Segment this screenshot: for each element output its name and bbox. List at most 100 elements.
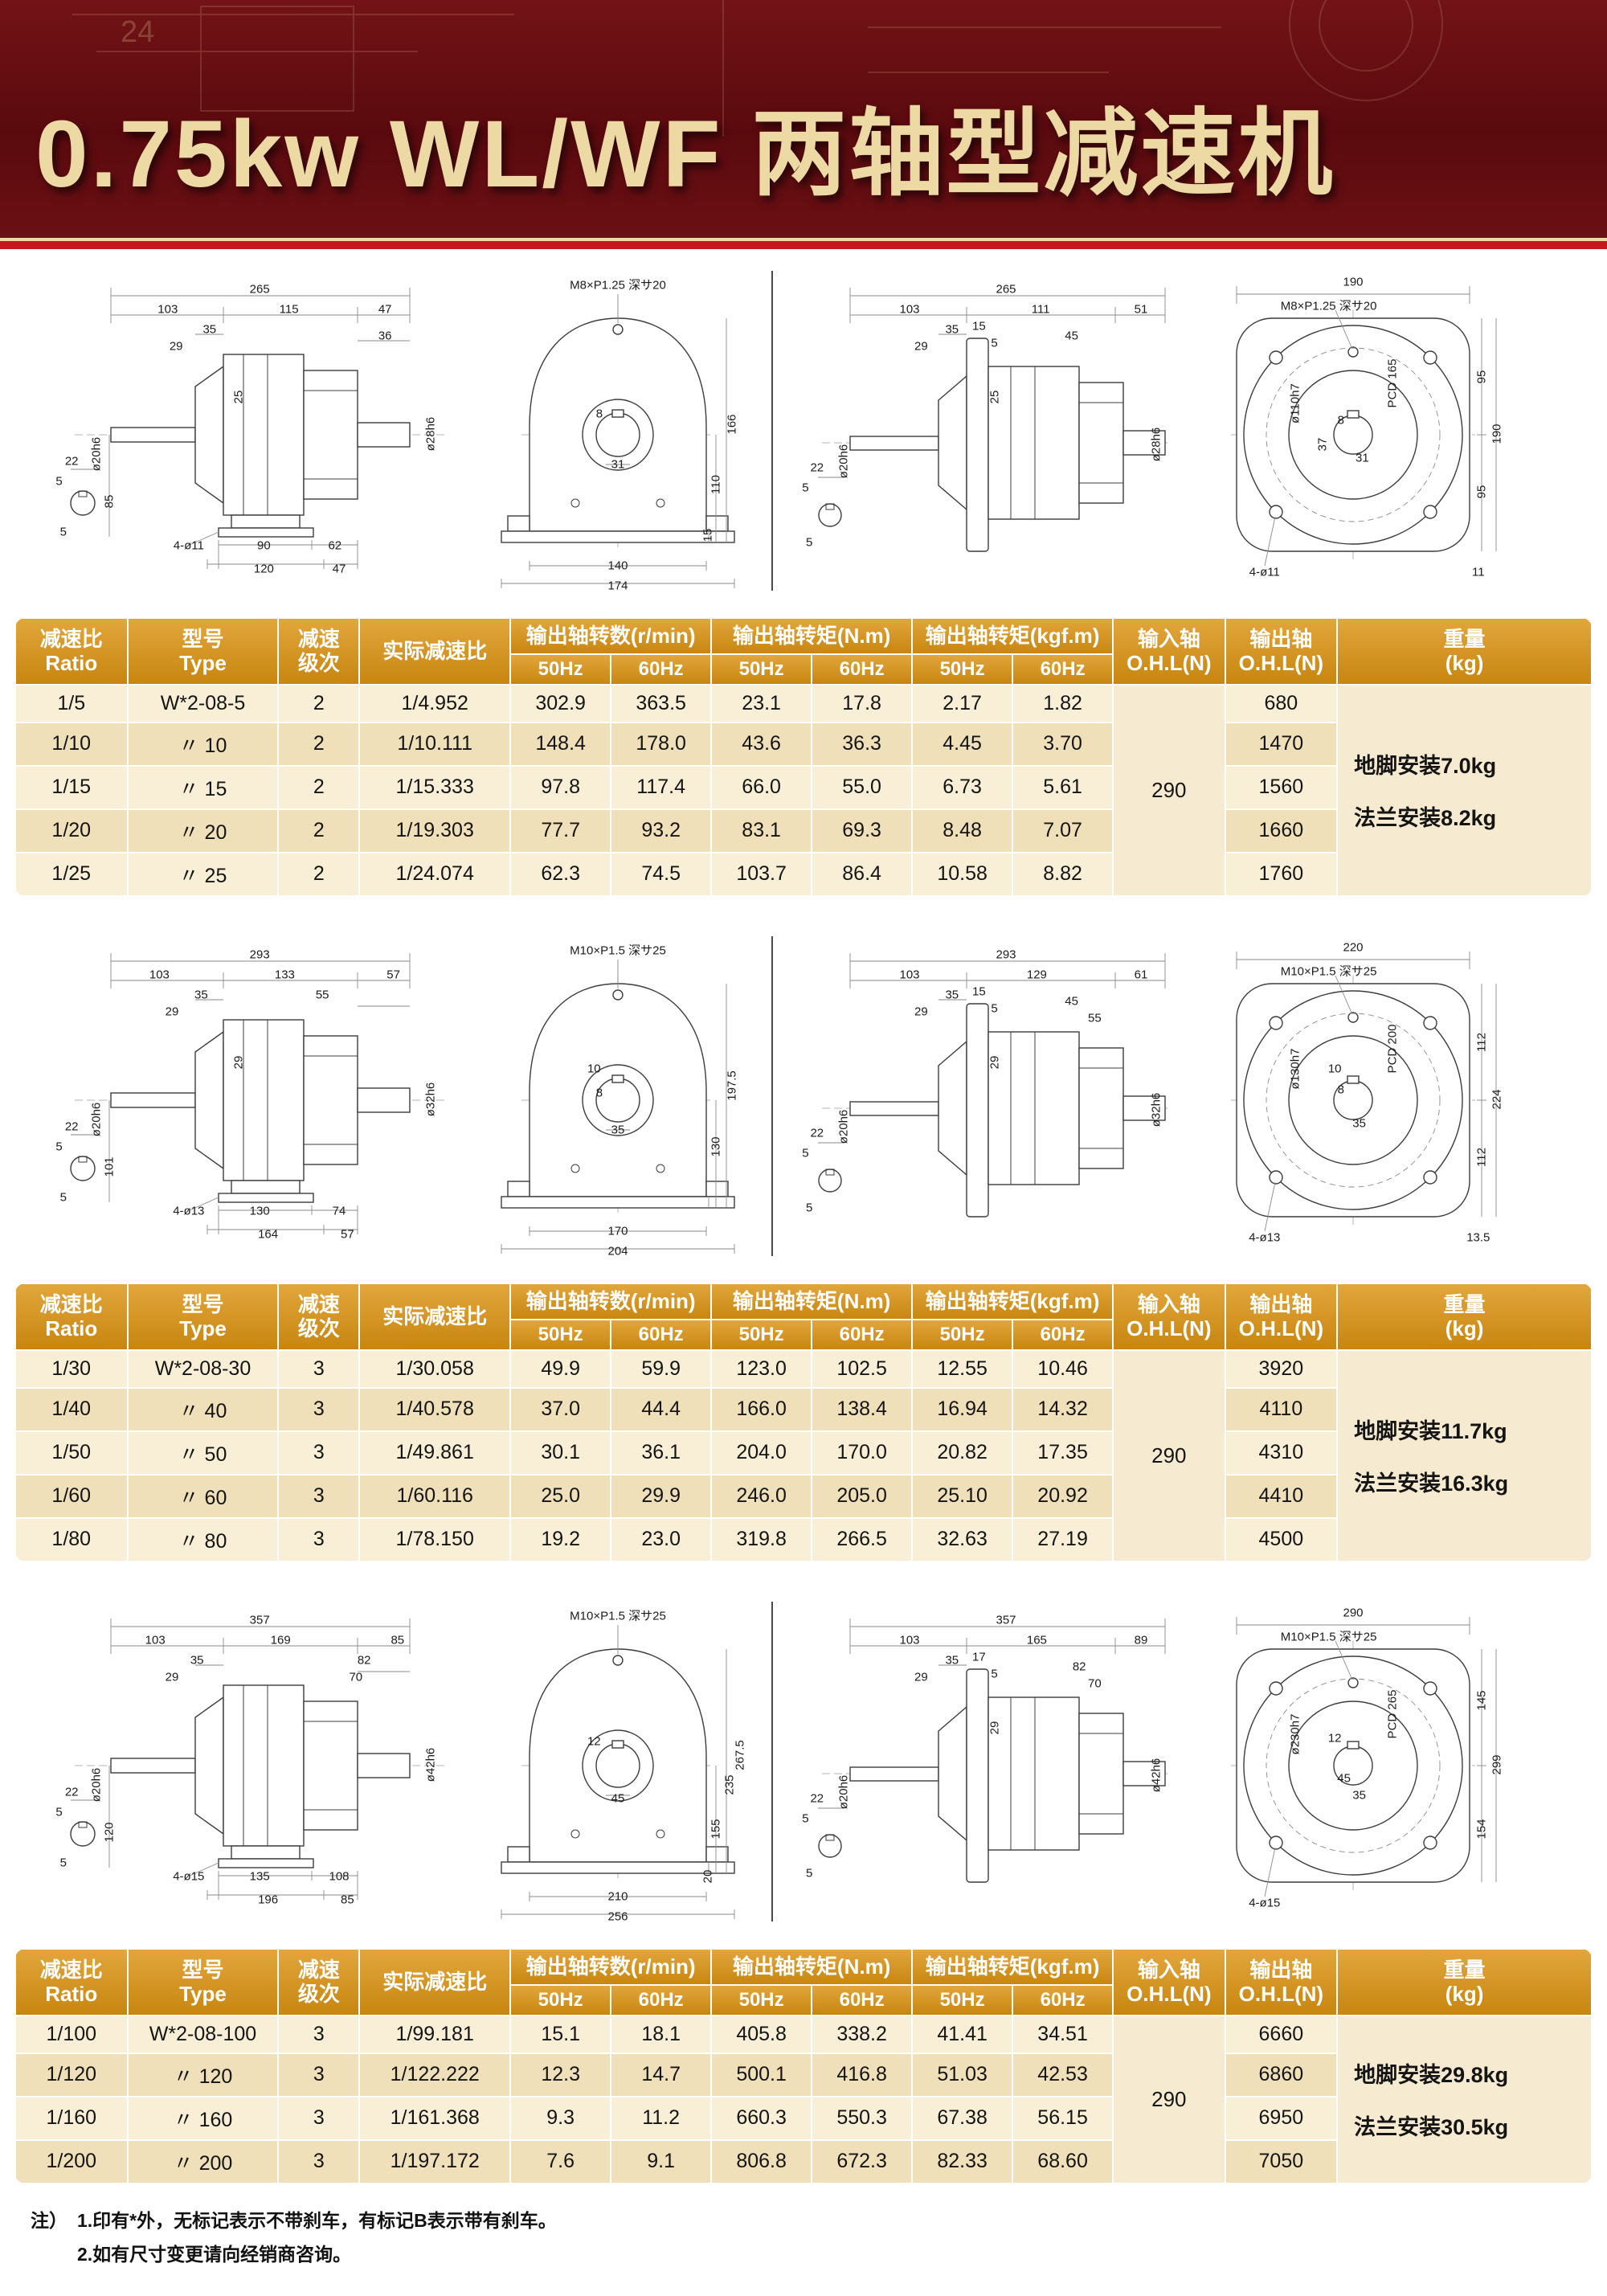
dimension-label: ø20h6 — [836, 1774, 851, 1810]
dimension-label: 265 — [249, 282, 270, 297]
header-weight: 重量(kg) — [1338, 1283, 1591, 1349]
dimension-label: 4-ø11 — [1249, 565, 1280, 579]
header-hz: 60Hz — [1013, 1320, 1113, 1349]
cell-k50: 25.10 — [913, 1475, 1012, 1517]
dimension-label: 5 — [991, 1001, 998, 1016]
cell-s50: 19.2 — [511, 1518, 611, 1561]
dimension-label: M8×P1.25 深サ20 — [1280, 299, 1377, 313]
cell-k60: 14.32 — [1013, 1388, 1113, 1430]
dimension-label: 145 — [1474, 1690, 1489, 1711]
dimension-label: 8 — [1337, 1083, 1344, 1097]
header-torque-kgfm: 输出轴转矩(kgf.m) — [913, 619, 1113, 653]
notes-prefix: 注） — [31, 2209, 67, 2231]
cell-actual: 1/161.368 — [360, 2097, 510, 2139]
cell-t50: 660.3 — [712, 2097, 812, 2139]
header-output-speed: 输出轴转数(r/min) — [511, 1283, 711, 1319]
dimension-label: ø28h6 — [423, 416, 438, 452]
dimension-label: 95 — [1474, 485, 1489, 498]
cell-t50: 43.6 — [712, 722, 812, 765]
header-hz: 60Hz — [1013, 1985, 1113, 2015]
cell-stages: 3 — [279, 2053, 359, 2096]
dimension-label: 22 — [64, 1785, 79, 1799]
dimension-label: 103 — [149, 968, 170, 982]
dimension-label: 25 — [988, 390, 1002, 404]
cell-t60: 266.5 — [812, 1518, 912, 1561]
cell-type: W*2-08-30 — [128, 1350, 278, 1387]
dimension-label: M10×P1.5 深サ25 — [1280, 964, 1377, 979]
cell-k60: 3.70 — [1013, 722, 1113, 765]
cell-t60: 17.8 — [812, 685, 912, 722]
cell-type: 〃 50 — [128, 1431, 278, 1474]
gearbox-front-view-drawing — [501, 294, 735, 588]
header-torque-nm: 输出轴转矩(N.m) — [712, 619, 912, 653]
dimension-label: 5 — [59, 1190, 67, 1205]
watermark-text: 24 — [121, 15, 154, 49]
dimension-label: 45 — [1337, 1771, 1351, 1786]
dimension-label: 55 — [315, 988, 329, 1002]
dimension-label: 51 — [1134, 302, 1148, 317]
dimension-label: 111 — [1031, 302, 1050, 317]
cell-output-ohl: 680 — [1225, 685, 1337, 722]
dimension-label: ø130h7 — [1288, 1048, 1302, 1090]
header-stages: 减速级次 — [279, 1949, 359, 2015]
dimension-label: 11 — [1472, 565, 1485, 579]
header-torque-kgfm: 输出轴转矩(kgf.m) — [913, 1283, 1113, 1319]
cell-actual: 1/19.303 — [360, 809, 510, 852]
dimension-label: ø32h6 — [423, 1082, 438, 1117]
cell-k60: 5.61 — [1013, 766, 1113, 808]
dimension-label: 120 — [253, 562, 274, 576]
cell-type: 〃 120 — [128, 2053, 278, 2096]
cell-s50: 148.4 — [511, 722, 611, 765]
notes-lines: 1.印有*外，无标记表示不带刹车，有标记B表示带有刹车。 2.如有尺寸变更请向经… — [77, 2205, 557, 2273]
dimension-label: 82 — [357, 1653, 371, 1668]
gearbox-flange-side-view-drawing — [818, 952, 1172, 1218]
cell-k60: 27.19 — [1013, 1518, 1113, 1561]
cell-s60: 74.5 — [611, 853, 711, 895]
dimension-label: 35 — [1352, 1788, 1366, 1803]
header-torque-nm: 输出轴转矩(N.m) — [712, 1949, 912, 1984]
dimension-label: 25 — [231, 390, 246, 404]
dimension-label: 110 — [709, 475, 723, 495]
dimension-label: 4-ø11 — [173, 538, 204, 553]
cell-k50: 6.73 — [913, 766, 1012, 808]
dimension-label: 265 — [996, 282, 1016, 297]
cell-s60: 18.1 — [611, 2016, 711, 2052]
dimension-label: 103 — [899, 302, 920, 317]
cell-s50: 77.7 — [511, 809, 611, 852]
dimension-label: 290 — [1343, 1606, 1364, 1620]
dimension-label: 103 — [899, 968, 920, 982]
dimension-label: PCD 165 — [1385, 358, 1400, 408]
dimension-label: 17 — [972, 1650, 986, 1664]
header-actual-ratio: 实际减速比 — [360, 1949, 510, 2015]
cell-actual: 1/4.952 — [360, 685, 510, 722]
cell-output-ohl: 4310 — [1225, 1431, 1337, 1474]
dimension-label: 5 — [806, 535, 813, 550]
cell-t60: 416.8 — [812, 2053, 912, 2096]
header-hz: 50Hz — [511, 1985, 611, 2015]
cell-s50: 12.3 — [511, 2053, 611, 2096]
cell-s50: 25.0 — [511, 1475, 611, 1517]
cell-ratio: 1/160 — [16, 2097, 127, 2139]
cell-s50: 37.0 — [511, 1388, 611, 1430]
dimension-label: ø20h6 — [836, 444, 851, 479]
cell-t50: 806.8 — [712, 2140, 812, 2183]
dimension-label: 85 — [102, 494, 117, 509]
gearbox-front-view-drawing — [501, 959, 735, 1254]
dimension-label: 29 — [914, 1005, 928, 1019]
cell-type: 〃 60 — [128, 1475, 278, 1517]
header-actual-ratio: 实际减速比 — [360, 1283, 510, 1349]
dimension-label: 22 — [810, 1126, 824, 1140]
